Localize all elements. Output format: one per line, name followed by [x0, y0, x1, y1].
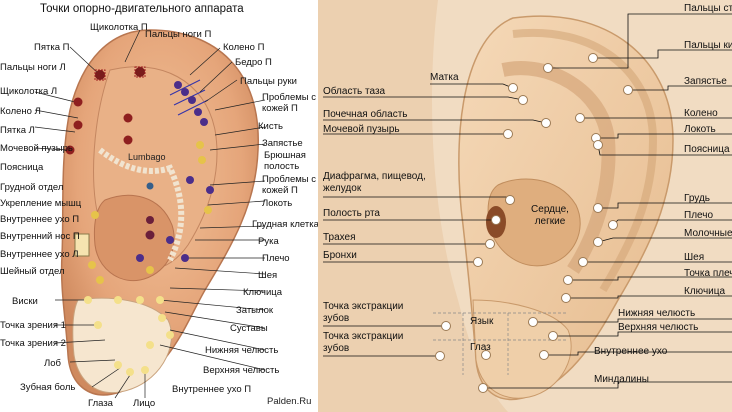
label-vision-1: Точка зрения 1	[0, 320, 66, 331]
label-elbow: Локоть	[684, 124, 716, 135]
point	[135, 67, 145, 77]
label-upper-jaw: Верхняя челюсть	[618, 322, 699, 333]
watermark: Palden.Ru	[267, 396, 312, 407]
label-eye: Глаз	[470, 342, 491, 353]
label-inner-ear-r: Внутреннее ухо П	[0, 214, 80, 225]
label-pelvis: Область таза	[323, 86, 386, 97]
left-concha	[93, 194, 175, 282]
left-spine	[98, 147, 185, 262]
left-leader-lines	[34, 29, 266, 399]
label-inner-ear: Внутреннее ухо	[594, 346, 668, 357]
label-neck: Шея	[684, 252, 705, 263]
label-forehead: Лоб	[44, 358, 61, 369]
point	[95, 70, 105, 80]
left-ear-diagram	[34, 29, 266, 399]
left-tragus-marker	[74, 233, 90, 257]
label-inner-nose-r: Внутренний нос П	[0, 231, 80, 242]
label-bladder: Мочевой пузырь	[323, 124, 400, 135]
lobe-grid	[433, 312, 568, 375]
label-temples: Виски	[12, 296, 38, 307]
label-toes-l: Пальцы ноги Л	[0, 62, 66, 73]
point	[543, 63, 553, 73]
label-bronchi: Бронхи	[323, 250, 357, 261]
label-toothache: Зубная боль	[20, 382, 76, 393]
label-abdomen: Брюшная полость	[264, 150, 306, 172]
label-chest: Грудная клетка	[252, 219, 318, 230]
label-thoracic: Грудной отдел	[0, 182, 64, 193]
label-joints: Суставы	[230, 323, 268, 334]
lumbago-label: Lumbago	[128, 152, 166, 162]
label-arm: Рука	[258, 236, 279, 247]
label-heart-lungs: Сердце, легкие	[531, 204, 569, 227]
label-face: Лицо	[133, 398, 156, 409]
left-acupoints	[65, 66, 214, 376]
label-lower-jaw: Нижняя челюсть	[205, 345, 279, 356]
label-diaphragm: Диафрагма, пищевод, желудок	[323, 171, 426, 194]
label-clavicle: Ключица	[684, 286, 726, 297]
label-wrist: Запястье	[684, 76, 727, 87]
label-ankle-r: Щиколотка П	[90, 22, 148, 33]
right-ear-diagram	[318, 0, 732, 412]
label-breast: Грудь	[684, 193, 711, 204]
label-heel-l: Пятка Л	[0, 125, 35, 136]
label-eyes: Глаза	[88, 398, 113, 409]
label-shoulder: Плечо	[684, 210, 714, 221]
label-knee: Колено	[684, 108, 718, 119]
label-shoulder-point: Точка плеча	[684, 268, 732, 279]
label-neck: Шея	[258, 270, 278, 281]
label-occiput: Затылок	[236, 305, 274, 316]
label-kidney: Почечная область	[323, 109, 408, 120]
label-inner-ear-l: Внутреннее ухо Л	[0, 249, 79, 260]
label-shoulder: Плечо	[262, 253, 290, 264]
label-vision-2: Точка зрения 2	[0, 338, 66, 349]
label-heel-r: Пятка П	[34, 42, 70, 53]
label-tooth-extraction-2: Точка экстракции зубов	[323, 331, 404, 354]
label-skin-r: Проблемы с кожей П	[262, 92, 316, 114]
label-toes-r: Пальцы ноги П	[145, 29, 212, 40]
label-clavicle: Ключица	[243, 287, 282, 298]
label-tonsils: Миндалины	[594, 374, 649, 385]
label-lower-jaw: Нижняя челюсть	[618, 308, 696, 319]
right-leader-lines	[323, 13, 732, 389]
label-ankle-l: Щиколотка Л	[0, 86, 58, 97]
label-muscle: Укрепление мышц	[0, 198, 82, 209]
left-earlobe	[72, 297, 172, 394]
right-ear-panel: Пальцы стопы Пальцы кисти Матка Запястье…	[318, 0, 732, 412]
label-hand: Кисть	[258, 121, 283, 132]
left-ear-panel: Точки опорно-двигательного аппарата Lumb…	[0, 0, 318, 412]
label-trachea: Трахея	[323, 232, 356, 243]
label-cervical: Шейный отдел	[0, 266, 65, 277]
label-skin-r2: Проблемы с кожей П	[262, 174, 316, 196]
label-bladder: Мочевой пузырь	[0, 143, 73, 154]
label-inner-ear-r2: Внутреннее ухо П	[172, 384, 252, 395]
label-hip-r: Бедро П	[235, 57, 272, 68]
label-wrist: Запястье	[262, 138, 303, 149]
label-lower-back: Поясница	[0, 162, 44, 173]
label-mammary: Молочные железы	[684, 228, 732, 239]
label-fingers: Пальцы руки	[240, 76, 297, 87]
label-lower-back: Поясница	[684, 144, 730, 155]
label-elbow: Локоть	[262, 198, 293, 209]
label-uterus: Матка	[430, 72, 459, 83]
label-toes: Пальцы стопы	[684, 3, 732, 14]
right-antihelix	[501, 61, 616, 274]
label-upper-jaw: Верхняя челюсть	[203, 365, 280, 376]
right-acupoints	[435, 53, 633, 393]
label-knee-r: Колено П	[223, 42, 265, 53]
label-fingers: Пальцы кисти	[684, 40, 732, 51]
left-title: Точки опорно-двигательного аппарата	[40, 3, 244, 15]
label-knee-l: Колено Л	[0, 106, 41, 117]
label-tongue: Язык	[470, 316, 494, 327]
label-tooth-extraction-1: Точка экстракции зубов	[323, 301, 404, 324]
label-mouth: Полость рта	[323, 208, 380, 219]
